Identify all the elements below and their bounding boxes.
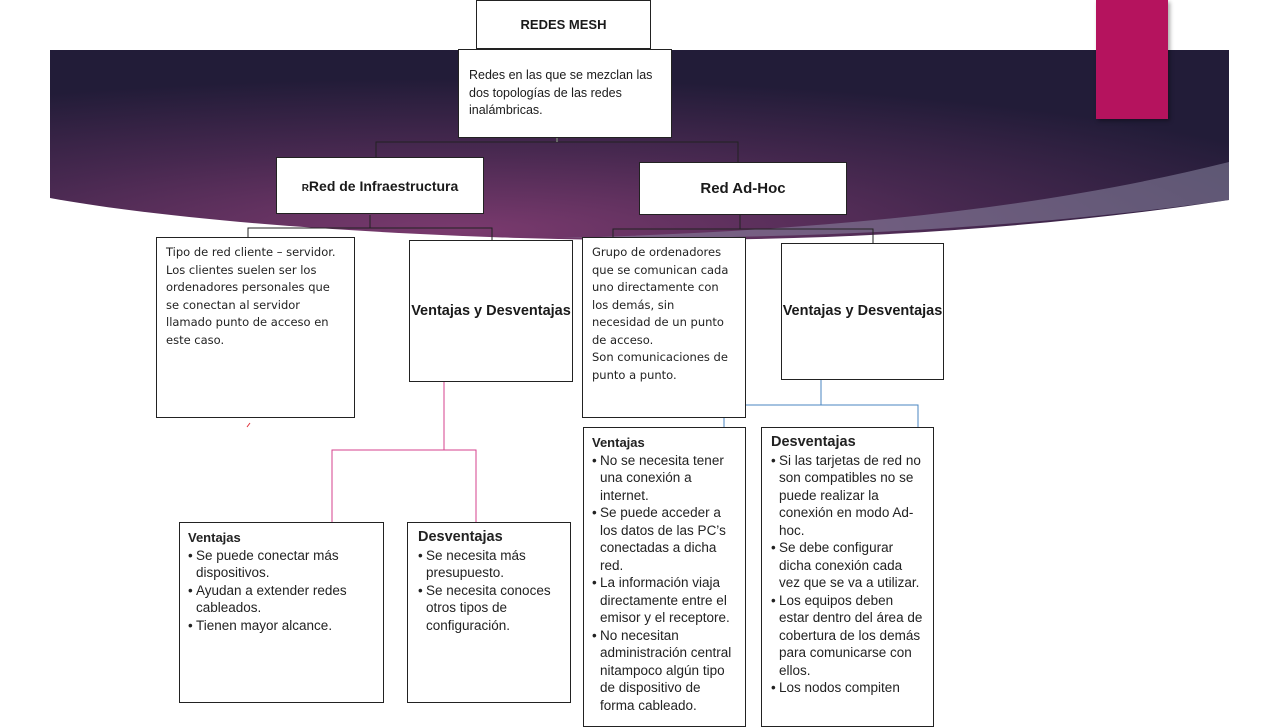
- ad-hoc-description-text-2: Son comunicaciones de punto a punto.: [592, 350, 728, 382]
- infraestructura-description-text: Tipo de red cliente – servidor. Los clie…: [166, 245, 336, 347]
- infraestructura-description: Tipo de red cliente – servidor. Los clie…: [156, 237, 355, 418]
- list-item: Los nodos compiten: [771, 679, 925, 697]
- list-item: No se necesita tener una conexión a inte…: [592, 452, 737, 505]
- list-item: No necesitan administración central nita…: [592, 627, 737, 715]
- infraestructura-ventajas-heading: Ventajas: [188, 530, 241, 545]
- infraestructura-desventajas-box: Desventajas Se necesita más presupuesto.…: [407, 522, 571, 703]
- ad-hoc-title: Red Ad-Hoc: [700, 180, 786, 197]
- infraestructura-title: Red de Infraestructura: [308, 177, 459, 194]
- root-node-redes-mesh: REDES MESH: [476, 0, 651, 49]
- ad-hoc-ventajas-heading: Ventajas: [592, 435, 645, 450]
- accent-bar: [1096, 0, 1168, 119]
- ad-hoc-ventajas-box: Ventajas No se necesita tener una conexi…: [583, 427, 746, 727]
- list-item: Ayudan a extender redes cableados.: [188, 582, 375, 617]
- infraestructura-ventajas-box: Ventajas Se puede conectar más dispositi…: [179, 522, 384, 703]
- ad-hoc-description-text: Grupo de ordenadores que se comunican ca…: [592, 245, 729, 347]
- infraestructura-vd-title: Ventajas y Desventajas: [411, 302, 571, 319]
- infraestructura-node: RRed de Infraestructura: [276, 157, 484, 214]
- list-item: Los equipos deben estar dentro del área …: [771, 592, 925, 680]
- definition-text: Redes en las que se mezclan las dos topo…: [469, 68, 653, 117]
- definition-node: Redes en las que se mezclan las dos topo…: [458, 49, 672, 138]
- list-item: Se necesita más presupuesto.: [418, 547, 562, 582]
- ad-hoc-node: Red Ad-Hoc: [639, 162, 847, 215]
- list-item: Si las tarjetas de red no son compatible…: [771, 452, 925, 540]
- list-item: Se puede acceder a los datos de las PC’s…: [592, 504, 737, 574]
- ad-hoc-description: Grupo de ordenadores que se comunican ca…: [582, 237, 746, 418]
- infraestructura-ventajas-desventajas-node: Ventajas y Desventajas: [409, 240, 573, 382]
- ad-hoc-ventajas-desventajas-node: Ventajas y Desventajas: [781, 243, 944, 380]
- list-item: Tienen mayor alcance.: [188, 617, 375, 635]
- list-item: Se puede conectar más dispositivos.: [188, 547, 375, 582]
- list-item: Se necesita conoces otros tipos de confi…: [418, 582, 562, 635]
- list-item: Se debe configurar dicha conexión cada v…: [771, 539, 925, 592]
- infraestructura-desventajas-heading: Desventajas: [418, 529, 503, 545]
- ad-hoc-vd-title: Ventajas y Desventajas: [782, 303, 943, 319]
- root-title: REDES MESH: [520, 17, 607, 32]
- list-item: La información viaja directamente entre …: [592, 574, 737, 627]
- ad-hoc-desventajas-box: Desventajas Si las tarjetas de red no so…: [761, 427, 934, 727]
- infraestructura-prefix: R: [301, 182, 309, 194]
- ad-hoc-desventajas-heading: Desventajas: [771, 434, 856, 450]
